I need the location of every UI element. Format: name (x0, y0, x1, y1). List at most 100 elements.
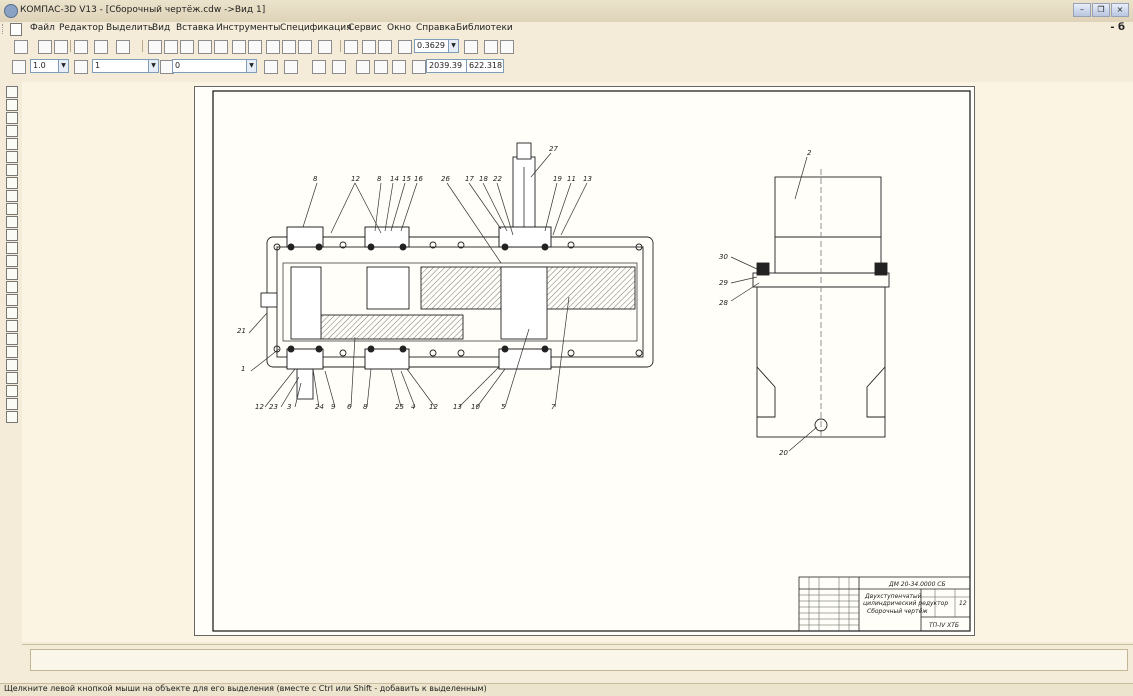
notation-icon[interactable] (6, 112, 18, 124)
zoom-out-icon[interactable] (378, 40, 392, 54)
menu-service[interactable]: Сервис (348, 23, 382, 33)
command-line[interactable] (30, 649, 1128, 671)
snap-icon[interactable] (392, 60, 406, 74)
pencil-icon[interactable] (6, 333, 18, 345)
properties-icon[interactable] (214, 40, 228, 54)
print-icon[interactable] (74, 40, 88, 54)
menu-window[interactable]: Окно (387, 23, 411, 33)
shaft-intermediate (366, 266, 410, 310)
title-block-org: ТП-IV ХТБ (929, 622, 959, 629)
select-icon[interactable] (6, 164, 18, 176)
layer-field[interactable]: 1 (92, 59, 150, 73)
kompas-app-icon[interactable] (4, 4, 18, 18)
paste-icon[interactable] (180, 40, 194, 54)
coords-icon[interactable] (412, 60, 426, 74)
window-title: КОМПАС-3D V13 - [Сборочный чертёж.cdw ->… (20, 5, 266, 15)
local-cs-icon[interactable] (312, 60, 326, 74)
restore-icon[interactable]: ❐ (1092, 3, 1110, 17)
preview-icon[interactable] (94, 40, 108, 54)
document-icon[interactable] (10, 23, 22, 36)
callout: 3 (287, 403, 291, 411)
save-icon[interactable] (54, 40, 68, 54)
zoom-dropdown-icon[interactable]: ▼ (448, 39, 459, 53)
library-manager-icon[interactable] (266, 40, 280, 54)
style-dropdown-icon[interactable]: ▼ (246, 59, 257, 73)
menu-specification[interactable]: Спецификация (280, 23, 352, 33)
properties-panel (22, 644, 1133, 675)
minimize-icon[interactable]: – (1073, 3, 1091, 17)
macro-icon[interactable] (6, 268, 18, 280)
layer-icon[interactable] (74, 60, 88, 74)
callout: 14 (390, 175, 399, 183)
zoom-all-icon[interactable] (500, 40, 514, 54)
coord-x-field[interactable]: 2039.39 (426, 59, 468, 73)
open-icon[interactable] (38, 40, 52, 54)
scale-icon[interactable] (12, 60, 26, 74)
help-pointer-icon[interactable] (318, 40, 332, 54)
callout: 11 (567, 175, 576, 183)
note-icon[interactable] (6, 255, 18, 267)
mdi-controls[interactable]: - б (1110, 22, 1125, 33)
edit-icon[interactable] (6, 125, 18, 137)
grid-snap-icon[interactable] (284, 60, 298, 74)
associative-view-icon[interactable] (6, 177, 18, 189)
hatch-icon[interactable] (6, 307, 18, 319)
menu-view[interactable]: Вид (152, 23, 171, 33)
style-field[interactable]: 0 (172, 59, 248, 73)
menu-libraries[interactable]: Библиотеки (456, 23, 513, 33)
menu-edit[interactable]: Редактор (59, 23, 104, 33)
curve-icon[interactable] (6, 398, 18, 410)
copy-icon[interactable] (164, 40, 178, 54)
ortho-icon[interactable] (356, 60, 370, 74)
menu-insert[interactable]: Вставка (176, 23, 215, 33)
tangent-icon[interactable] (6, 411, 18, 423)
measure-icon[interactable] (6, 151, 18, 163)
coord-y-field[interactable]: 622.318 (466, 59, 504, 73)
manager-icon[interactable] (116, 40, 130, 54)
refresh-icon[interactable] (484, 40, 498, 54)
geometry-icon[interactable] (6, 86, 18, 98)
drawing-sheet[interactable]: 8 12 8 14 15 16 26 17 18 22 19 11 13 27 … (194, 86, 975, 636)
snap-point-icon[interactable] (6, 372, 18, 384)
format-painter-icon[interactable] (198, 40, 212, 54)
scale-dropdown-icon[interactable]: ▼ (58, 59, 69, 73)
fragment-icon[interactable] (6, 229, 18, 241)
parametrize-icon[interactable] (6, 138, 18, 150)
menu-select[interactable]: Выделить (106, 23, 154, 33)
title-block-name: Сборочный чертёж (867, 608, 928, 615)
arc-icon[interactable] (6, 294, 18, 306)
menu-help[interactable]: Справка (416, 23, 456, 33)
insert-icon[interactable] (6, 216, 18, 228)
grid-icon[interactable] (332, 60, 346, 74)
zoom-window-icon[interactable] (344, 40, 358, 54)
cut-icon[interactable] (148, 40, 162, 54)
zoom-in-icon[interactable] (362, 40, 376, 54)
new-icon[interactable] (14, 40, 28, 54)
menu-grip[interactable] (2, 24, 5, 34)
redo-icon[interactable] (248, 40, 262, 54)
round-icon[interactable] (374, 60, 388, 74)
close-icon[interactable]: × (1111, 3, 1129, 17)
function-icon[interactable] (298, 40, 312, 54)
dimensions-icon[interactable] (6, 99, 18, 111)
table-icon[interactable] (6, 242, 18, 254)
spec-icon[interactable] (6, 190, 18, 202)
undo-icon[interactable] (232, 40, 246, 54)
callout: 21 (237, 327, 246, 335)
layer-dropdown-icon[interactable]: ▼ (148, 59, 159, 73)
scale-field[interactable]: 1.0 (30, 59, 60, 73)
menu-tools[interactable]: Инструменты (216, 23, 281, 33)
variables-icon[interactable] (282, 40, 296, 54)
zoom-scale-icon[interactable] (398, 40, 412, 54)
spline-icon[interactable] (6, 359, 18, 371)
line-icon[interactable] (6, 281, 18, 293)
callout: 20 (779, 449, 788, 457)
text-icon[interactable] (6, 320, 18, 332)
circle-icon[interactable] (6, 385, 18, 397)
zoom-field[interactable]: 0.3629 (414, 39, 450, 53)
point-icon[interactable] (6, 346, 18, 358)
menu-file[interactable]: Файл (30, 23, 55, 33)
pan-icon[interactable] (464, 40, 478, 54)
reports-icon[interactable] (6, 203, 18, 215)
view-properties-icon[interactable] (264, 60, 278, 74)
